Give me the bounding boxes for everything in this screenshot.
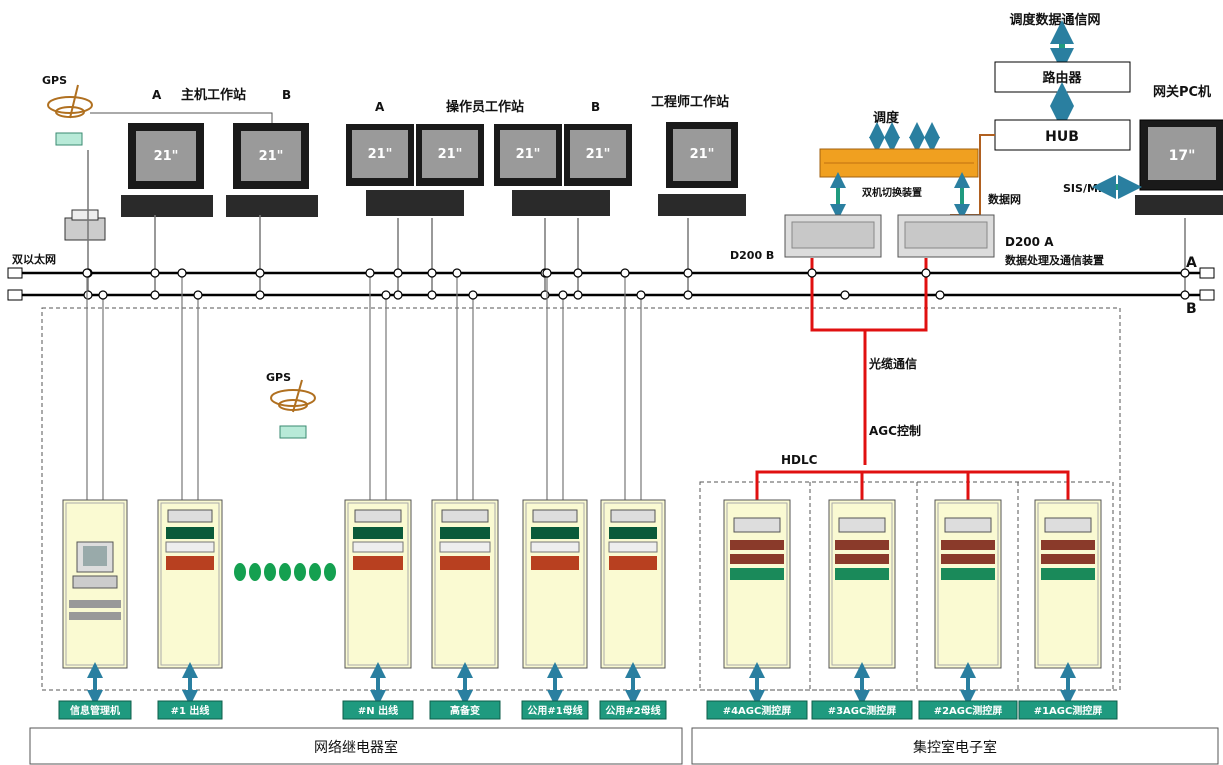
control-room-box	[691, 727, 1219, 765]
cabinets	[62, 499, 1102, 706]
data-net-label: 数据网	[988, 192, 1021, 206]
dispatch-network-title: 调度数据通信网	[1009, 12, 1100, 28]
host-station-title: 主机工作站	[181, 87, 246, 103]
cabinet-label-9: #2AGC测控屏	[934, 704, 1003, 717]
dual-switch-label: 双机切换装置	[862, 186, 922, 199]
gateway-pc-size: 17"	[1169, 148, 1196, 164]
host-monitor-b: 21"	[226, 123, 318, 217]
operator-monitor-4: 21"	[564, 124, 632, 186]
bus-drop-lines	[82, 150, 1190, 500]
host-monitor-a: 21"	[121, 123, 213, 217]
cabinet-label-box-3	[342, 700, 414, 720]
operator-monitor-1: 21"	[346, 124, 414, 186]
cabinet-label-6: 公用#2母线	[605, 704, 660, 717]
cabinet-9	[934, 499, 1002, 706]
cabinet-label-box-8	[811, 700, 913, 720]
cabinet-label-10: #1AGC测控屏	[1034, 704, 1103, 717]
bus-a-label: A	[1186, 255, 1197, 271]
d200-a-device	[897, 214, 995, 258]
operator-monitor-3: 21"	[494, 124, 562, 186]
cabinet-label-box-1	[58, 700, 132, 720]
cabinet-4	[431, 499, 499, 706]
cabinet-6	[600, 499, 666, 706]
host-b: B	[282, 88, 291, 102]
cabinet-label-8: #3AGC测控屏	[828, 704, 897, 717]
d200-a-label: D200 A	[1005, 235, 1054, 249]
cabinet-label-box-7	[706, 700, 808, 720]
host-a: A	[152, 88, 162, 102]
relay-room-box	[29, 727, 683, 765]
relay-room-area	[41, 307, 1121, 691]
cabinet-label-box-4	[429, 700, 501, 720]
gps-middle	[270, 379, 316, 439]
operator-monitor-2: 21"	[416, 124, 484, 186]
engineer-monitor: 21"	[658, 122, 746, 216]
control-room-area	[699, 481, 1114, 691]
operator-a: A	[375, 100, 385, 114]
cabinet-label-1: 信息管理机	[70, 704, 120, 717]
cabinet-label-box-2	[157, 700, 223, 720]
op1-size: 21"	[368, 147, 393, 162]
gps-middle-label: GPS	[266, 371, 291, 384]
cabinet-label-7: #4AGC测控屏	[723, 704, 792, 717]
op3-size: 21"	[516, 147, 541, 162]
hdlc-label: HDLC	[781, 453, 818, 467]
gateway-pc-title: 网关PC机	[1153, 84, 1211, 100]
bus-b-label: B	[1186, 301, 1197, 317]
gps-top-label: GPS	[42, 74, 67, 87]
d200-desc: 数据处理及通信装置	[1005, 253, 1104, 267]
cabinet-3	[344, 499, 412, 706]
relay-room-label: 网络继电器室	[314, 739, 398, 756]
cabinet-10	[1034, 499, 1102, 706]
cabinet-label-4: 高备变	[450, 704, 480, 717]
eng-size: 21"	[690, 147, 715, 162]
d200-b-label: D200 B	[730, 249, 774, 262]
cabinet-label-box-9	[918, 700, 1018, 720]
cabinet-label-5: 公用#1母线	[527, 704, 582, 717]
ethernet-bus	[7, 267, 1215, 301]
engineer-station-title: 工程师工作站	[651, 94, 729, 110]
gateway-pc: 17"	[1135, 119, 1223, 215]
host-b-size: 21"	[259, 149, 284, 164]
gps-top	[47, 84, 93, 146]
fiber-links	[755, 258, 1070, 500]
cabinet-8	[828, 499, 896, 706]
cabinet-7	[723, 499, 791, 706]
printer-icon	[64, 209, 106, 241]
fiber-label: 光缆通信	[868, 356, 917, 371]
router-label: 路由器	[1042, 70, 1082, 86]
cabinet-label-3: #N 出线	[358, 704, 398, 717]
ellipsis-dots	[234, 563, 336, 581]
cabinet-1	[62, 499, 128, 706]
d200-b-device	[784, 214, 882, 258]
cabinet-label-2: #1 出线	[171, 704, 210, 717]
ethernet-label: 双以太网	[12, 252, 56, 266]
sis-mis-label: SIS/MIS	[1063, 182, 1110, 195]
cabinet-5	[522, 499, 588, 706]
cabinet-label-box-5	[521, 700, 589, 720]
hub-label: HUB	[1045, 129, 1079, 145]
operator-station-title: 操作员工作站	[446, 99, 524, 115]
cabinet-2	[157, 499, 223, 706]
agc-label: AGC控制	[869, 423, 921, 438]
cabinet-label-box-10	[1018, 700, 1118, 720]
dispatch-label: 调度	[873, 110, 900, 126]
operator-b: B	[591, 100, 600, 114]
cabinet-labels: 信息管理机 #1 出线 #N 出线 高备变 公用#1母线 公用#2母线 #4AGC测控屏 #3…	[58, 700, 1118, 720]
op4-size: 21"	[586, 147, 611, 162]
dispatch-arrows	[869, 122, 940, 153]
control-room-label: 集控室电子室	[913, 739, 997, 756]
cabinet-label-box-6	[599, 700, 667, 720]
host-a-size: 21"	[154, 149, 179, 164]
op2-size: 21"	[438, 147, 463, 162]
